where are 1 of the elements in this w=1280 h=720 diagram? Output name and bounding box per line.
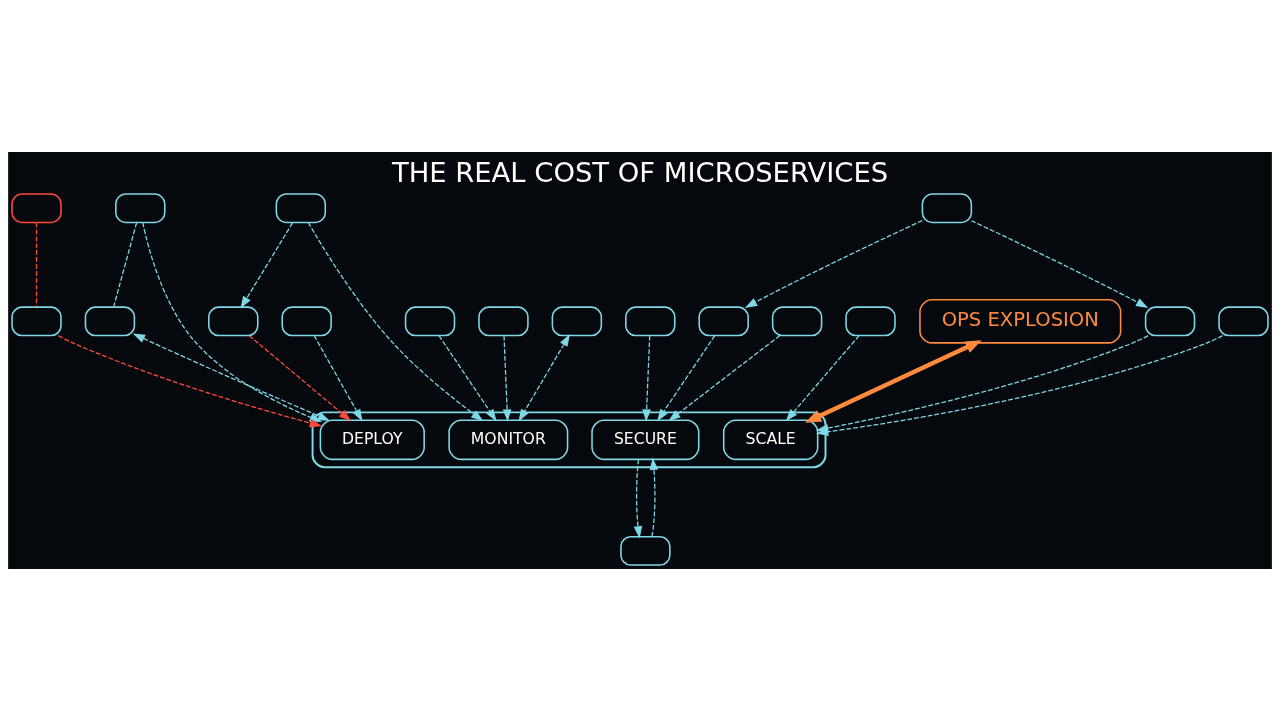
diagram-title: THE REAL COST OF MICROSERVICES: [391, 156, 889, 188]
